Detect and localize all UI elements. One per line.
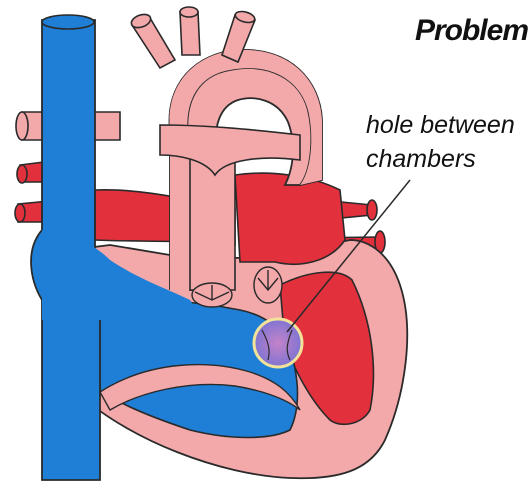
septal-defect <box>254 319 302 367</box>
aortic-arch-branches <box>130 7 256 68</box>
annotation-line-1: hole between <box>366 108 515 142</box>
page-title: Problem <box>415 14 528 48</box>
annotation-line-2: chambers <box>366 142 515 176</box>
vena-cava-opening <box>42 15 94 29</box>
left-atrium <box>235 173 345 264</box>
defect-annotation: hole between chambers <box>366 108 515 176</box>
